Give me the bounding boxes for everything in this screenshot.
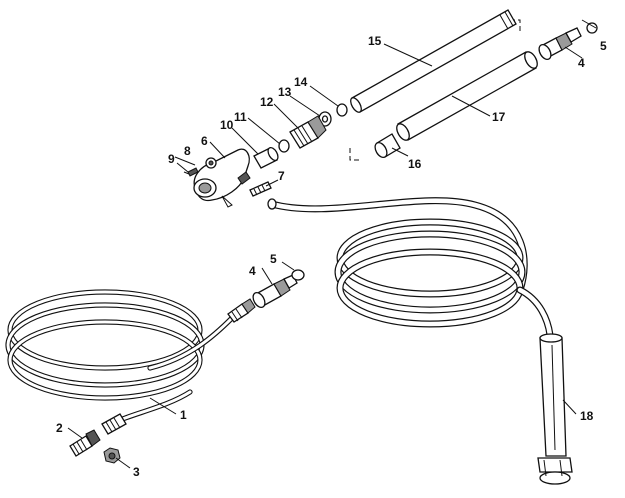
lance-tubes [253, 9, 538, 169]
nut-8 [205, 157, 217, 169]
o-ring-14 [336, 103, 348, 117]
callout-5-upper: 5 [600, 39, 607, 53]
callout-12: 12 [260, 95, 274, 109]
screw-7 [249, 181, 272, 197]
o-ring-upper-5 [586, 22, 598, 34]
callout-17: 17 [492, 110, 506, 124]
callout-7: 7 [278, 169, 285, 183]
callout-labels: 1 2 3 4 5 6 7 8 9 10 11 12 13 14 15 16 1… [56, 34, 607, 479]
callout-10: 10 [220, 118, 234, 132]
screw-9 [183, 167, 199, 177]
callout-13: 13 [278, 85, 292, 99]
callout-4-upper: 4 [578, 56, 585, 70]
callout-11: 11 [234, 110, 247, 124]
callout-15: 15 [368, 34, 382, 48]
high-pressure-hose-1 [5, 289, 256, 435]
lance-pipe-15 [350, 9, 517, 113]
o-ring-lower-5 [291, 269, 305, 281]
callout-6: 6 [201, 134, 208, 148]
callout-3: 3 [133, 465, 140, 479]
callout-9: 9 [168, 152, 175, 166]
coupling-upper-4 [538, 27, 582, 61]
o-ring-11 [278, 139, 290, 153]
callout-4-lower: 4 [249, 264, 256, 278]
hose-assembly-18 [267, 197, 573, 485]
callout-5-lower: 5 [270, 252, 277, 266]
nut-3 [103, 447, 121, 464]
nipple-12 [289, 115, 327, 149]
callout-18: 18 [580, 409, 594, 423]
lance-tube-17 [396, 51, 538, 141]
callout-1: 1 [180, 408, 187, 422]
screw-2 [69, 429, 101, 457]
nozzle-10 [253, 146, 279, 169]
callout-2: 2 [56, 421, 63, 435]
spray-gun-handle-6 [193, 148, 251, 208]
callout-16: 16 [408, 157, 422, 171]
coupling-lower-4 [252, 274, 298, 309]
ferrule-16 [374, 133, 401, 159]
callout-8: 8 [184, 144, 191, 158]
leader-lines [67, 19, 597, 469]
callout-14: 14 [294, 75, 308, 89]
